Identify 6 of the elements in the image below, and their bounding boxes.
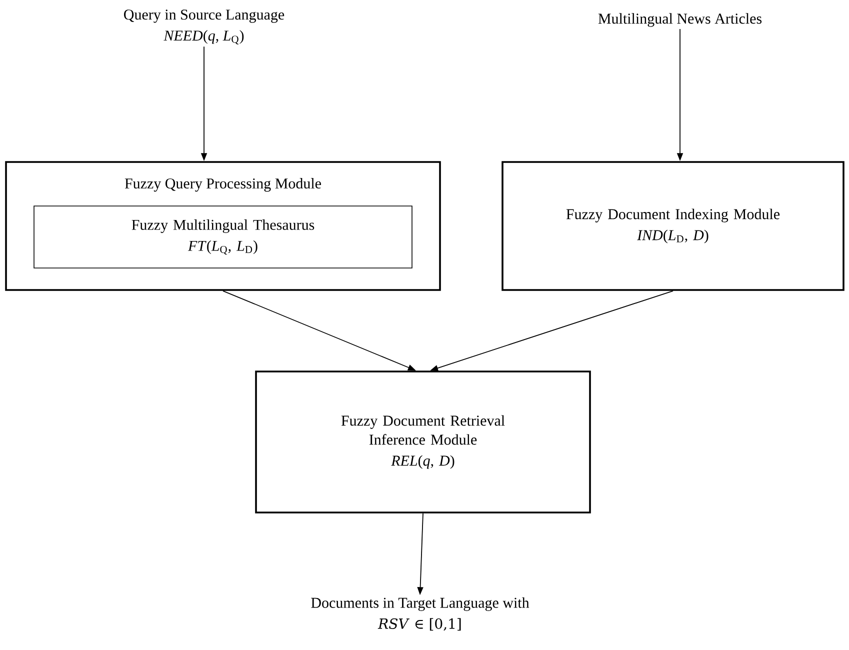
output-text: Documents in Target Language with RSV ∈ [0,1] <box>311 597 530 631</box>
input-text: Multilingual News Articles <box>598 13 762 27</box>
thesaurus-box: Fuzzy Multilingual Thesaurus FT(L$_{Q}$, L$_{D}$) <box>34 206 412 268</box>
module-box: Fuzzy Document Retrieval Inference Module REL(q, D) <box>255 370 591 514</box>
input-text: Query in Source Language NEED(q, L$_{Q}$) <box>124 10 284 44</box>
module-box: Fuzzy Document Indexing Module IND(L$_{D}$, D) <box>502 161 844 291</box>
